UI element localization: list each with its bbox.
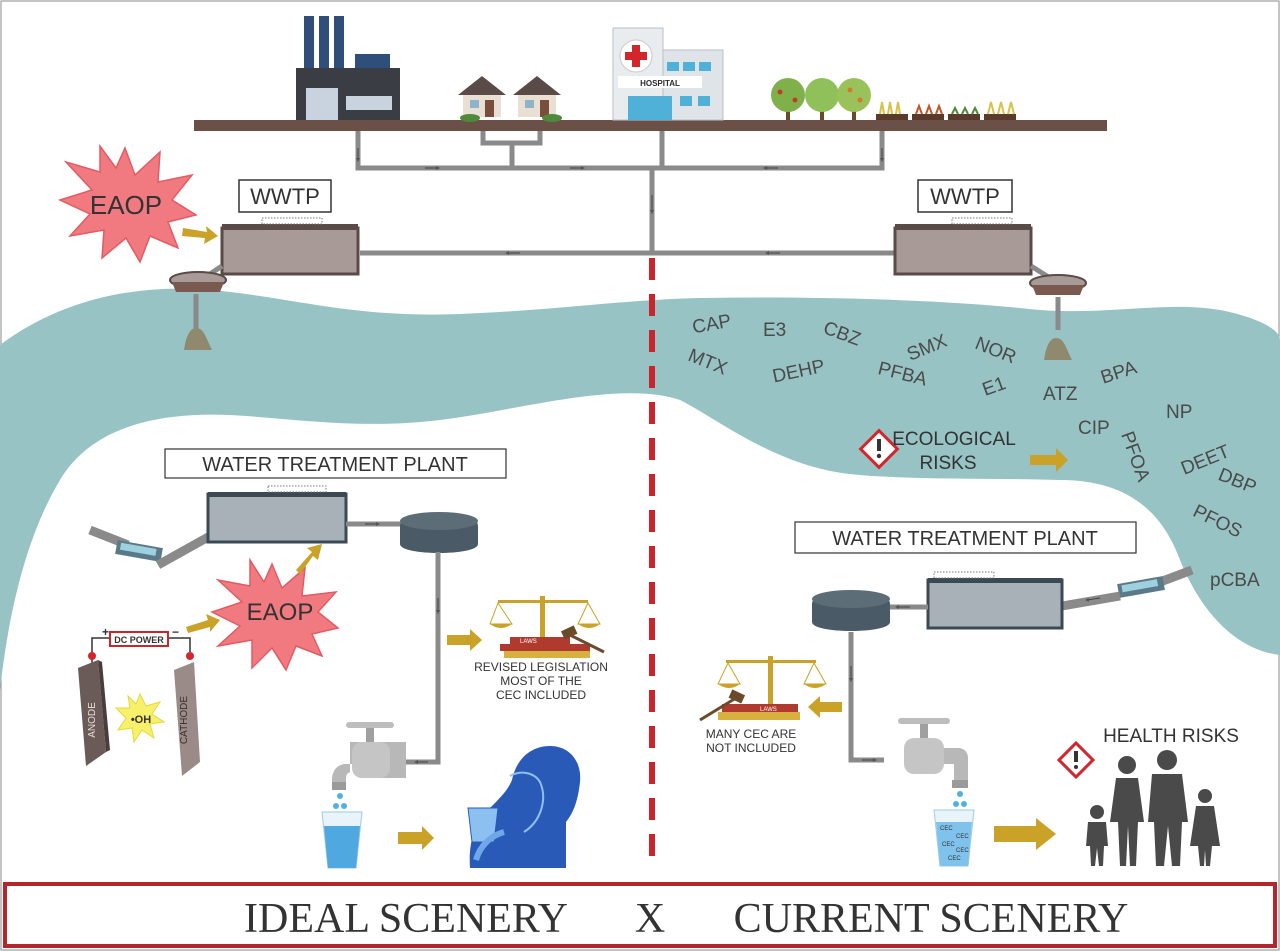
sewage-pipes	[355, 131, 895, 256]
many-cec-line1: MANY CEC ARE	[706, 727, 796, 741]
footer-current-scenery: CURRENT SCENERY	[734, 896, 1129, 942]
wwtp-left-label: WWTP	[250, 184, 320, 209]
cec-label: ATZ	[1043, 384, 1078, 405]
cec-in-water-label: CEC	[942, 842, 955, 848]
eaop-top-label: EAOP	[90, 190, 162, 220]
ground-bar	[194, 120, 1107, 131]
eaop-top-arrow	[182, 226, 218, 244]
footer-frame	[3, 882, 1277, 948]
many-cec-line2: NOT INCLUDED	[706, 741, 796, 755]
scale-of-justice-left-icon: LAWS	[489, 596, 605, 658]
scale-of-justice-right-icon: LAWS	[699, 656, 827, 722]
health-risk-icon	[1056, 740, 1096, 780]
ecological-risks-label-line1: ECOLOGICAL	[892, 429, 1016, 450]
dc-power-label: DC POWER	[114, 635, 164, 645]
legislation-arrow-right	[808, 696, 842, 718]
water-glass-left-icon	[321, 811, 363, 869]
cec-in-water-label: CEC	[956, 834, 969, 840]
wwtp-right-box	[917, 179, 1013, 213]
wwtp-right	[893, 217, 1087, 360]
legislation-arrow-left	[447, 629, 482, 651]
river	[0, 288, 1280, 690]
ecological-risks-label-line2: RISKS	[919, 453, 976, 474]
cec-in-water-label: CEC	[948, 856, 961, 862]
health-risks-label: HEALTH RISKS	[1103, 726, 1239, 747]
hospital-icon: HOSPITAL	[612, 27, 724, 121]
wwtp-left-box	[238, 179, 332, 213]
revised-legislation-line2: MOST OF THE	[500, 674, 582, 688]
footer-ideal-scenery: IDEAL SCENERY	[244, 896, 568, 942]
hospital-label: HOSPITAL	[640, 79, 680, 88]
health-risk-arrow	[994, 818, 1056, 850]
hydroxyl-radical-label: •OH	[131, 714, 151, 726]
flow-arrows	[356, 148, 884, 255]
family-silhouette-icon	[1086, 750, 1220, 866]
dc-power-arrow	[186, 614, 220, 633]
wtp-right-box	[794, 521, 1137, 554]
eaop-left-label: EAOP	[247, 599, 314, 626]
cec-in-water-label: CEC	[940, 826, 953, 832]
faucet-left-icon	[332, 722, 406, 809]
anode-label: ANODE	[87, 702, 98, 738]
electrochemical-cell: DC POWER + − ANODE CATHODE •OH	[78, 625, 200, 776]
eaop-burst-top	[57, 143, 198, 264]
eaop-left-arrow	[296, 544, 322, 574]
agriculture-icon	[771, 78, 1016, 120]
ecological-arrow	[1030, 448, 1068, 472]
footer-separator: X	[635, 896, 665, 942]
wtp-right-label: WATER TREATMENT PLANT	[832, 528, 1098, 550]
revised-legislation-line3: CEC INCLUDED	[496, 688, 586, 702]
water-glass-right-icon: CEC CEC CEC CEC CEC	[933, 809, 975, 867]
wtp-left-flow-arrows	[365, 522, 440, 764]
cec-in-water-label: CEC	[956, 848, 969, 854]
cathode-label: CATHODE	[179, 696, 190, 744]
wwtp-right-label: WWTP	[930, 184, 1000, 209]
laws-book-label-right: LAWS	[760, 707, 777, 713]
cec-label: CIP	[1078, 418, 1110, 439]
person-drinking-icon	[467, 746, 581, 868]
cec-label: NP	[1166, 402, 1192, 423]
drinking-arrow	[398, 826, 434, 850]
negative-sign: −	[172, 625, 179, 639]
wtp-right-flow-arrows	[849, 597, 1101, 762]
cec-label: E3	[763, 320, 786, 341]
wtp-left-box	[164, 448, 507, 479]
positive-sign: +	[102, 625, 109, 639]
houses-icon	[458, 76, 562, 122]
cec-label: pCBA	[1210, 570, 1260, 591]
factory-icon	[296, 16, 400, 120]
wtp-left-label: WATER TREATMENT PLANT	[202, 454, 468, 476]
eaop-burst-left	[210, 557, 340, 672]
revised-legislation-line1: REVISED LEGISLATION	[474, 660, 608, 674]
wwtp-left	[169, 217, 360, 350]
laws-book-label-left: LAWS	[520, 639, 537, 645]
ecological-risk-icon	[858, 428, 900, 470]
faucet-right-icon	[898, 718, 968, 807]
